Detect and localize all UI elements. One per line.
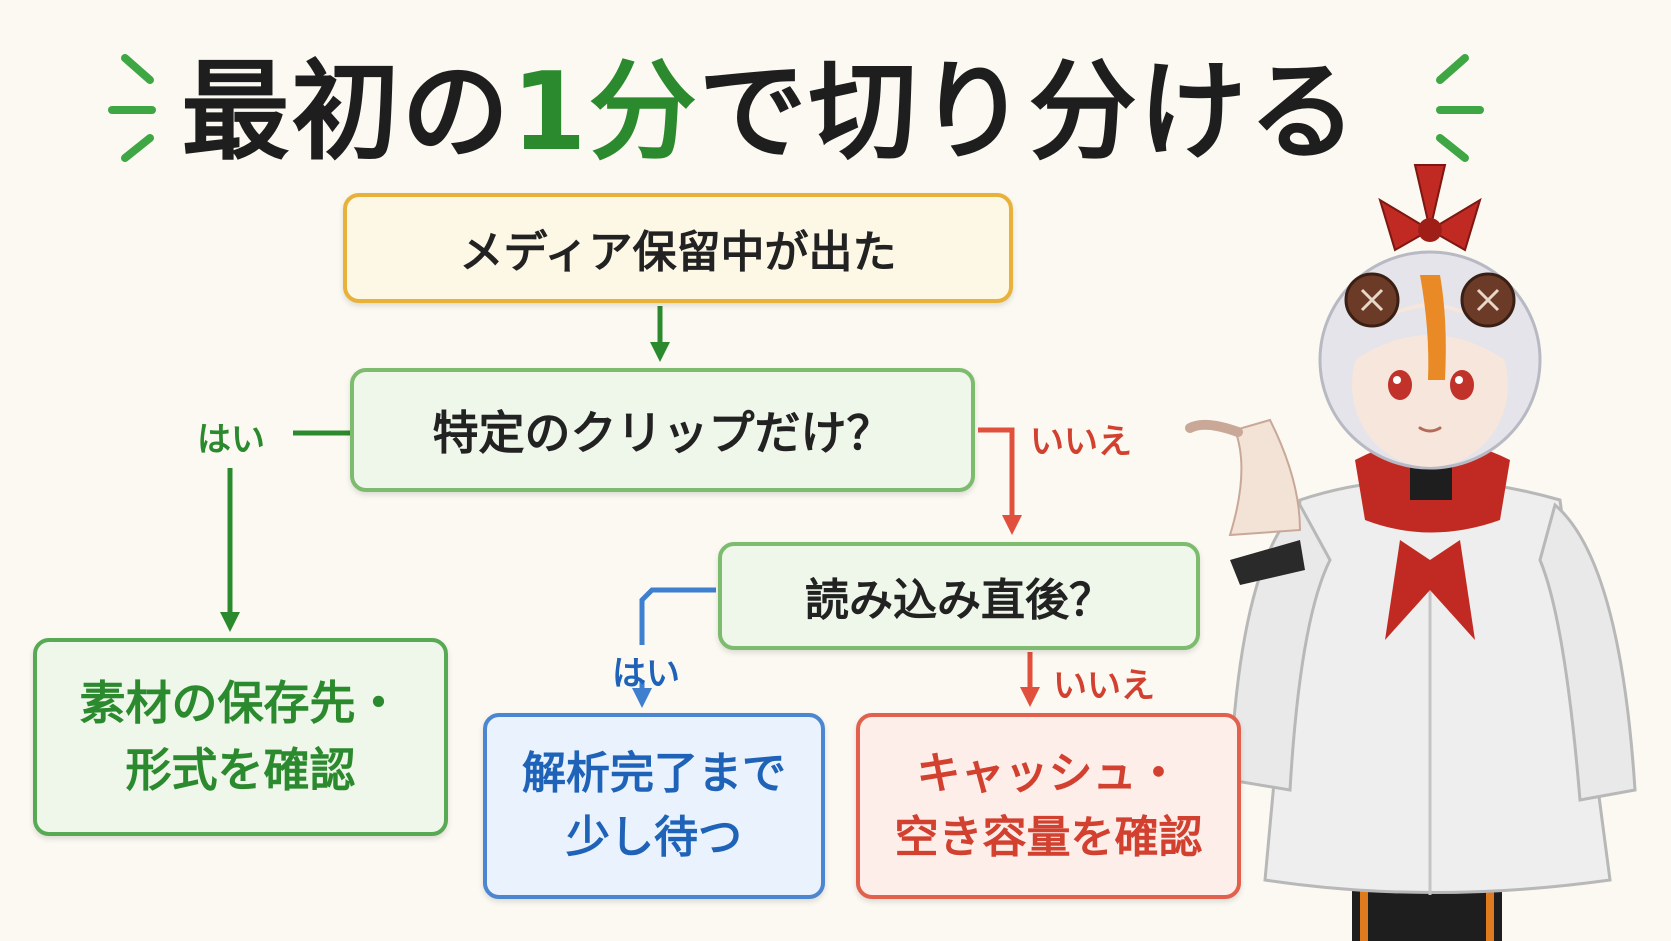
node-result-green: 素材の保存先・ 形式を確認 [33,638,448,836]
page-title: 最初の 1分 で切り分ける [140,28,1400,178]
node-result-red: キャッシュ・ 空き容量を確認 [856,713,1241,899]
title-highlight: 1分 [511,50,699,175]
node-result-blue: 解析完了まで 少し待つ [483,713,825,899]
node-question-1: 特定のクリップだけ？ [350,368,975,492]
node-start: メディア保留中が出た [343,193,1013,303]
label-q2-no: いいえ [1053,666,1155,706]
node-question-2: 読み込み直後？ [718,542,1200,650]
title-part1: 最初の [181,50,512,175]
character-illustration [1185,164,1637,941]
arrow-q2-yes [639,587,716,645]
label-q1-yes: はい [197,420,265,460]
label-q1-no: いいえ [1030,422,1132,462]
label-q2-yes: はい [612,654,680,694]
sparkle-left-icon [108,54,156,162]
title-part2: で切り分ける [698,50,1359,175]
sparkle-right-icon [1436,54,1484,162]
arrow-q1-no [978,427,1022,535]
